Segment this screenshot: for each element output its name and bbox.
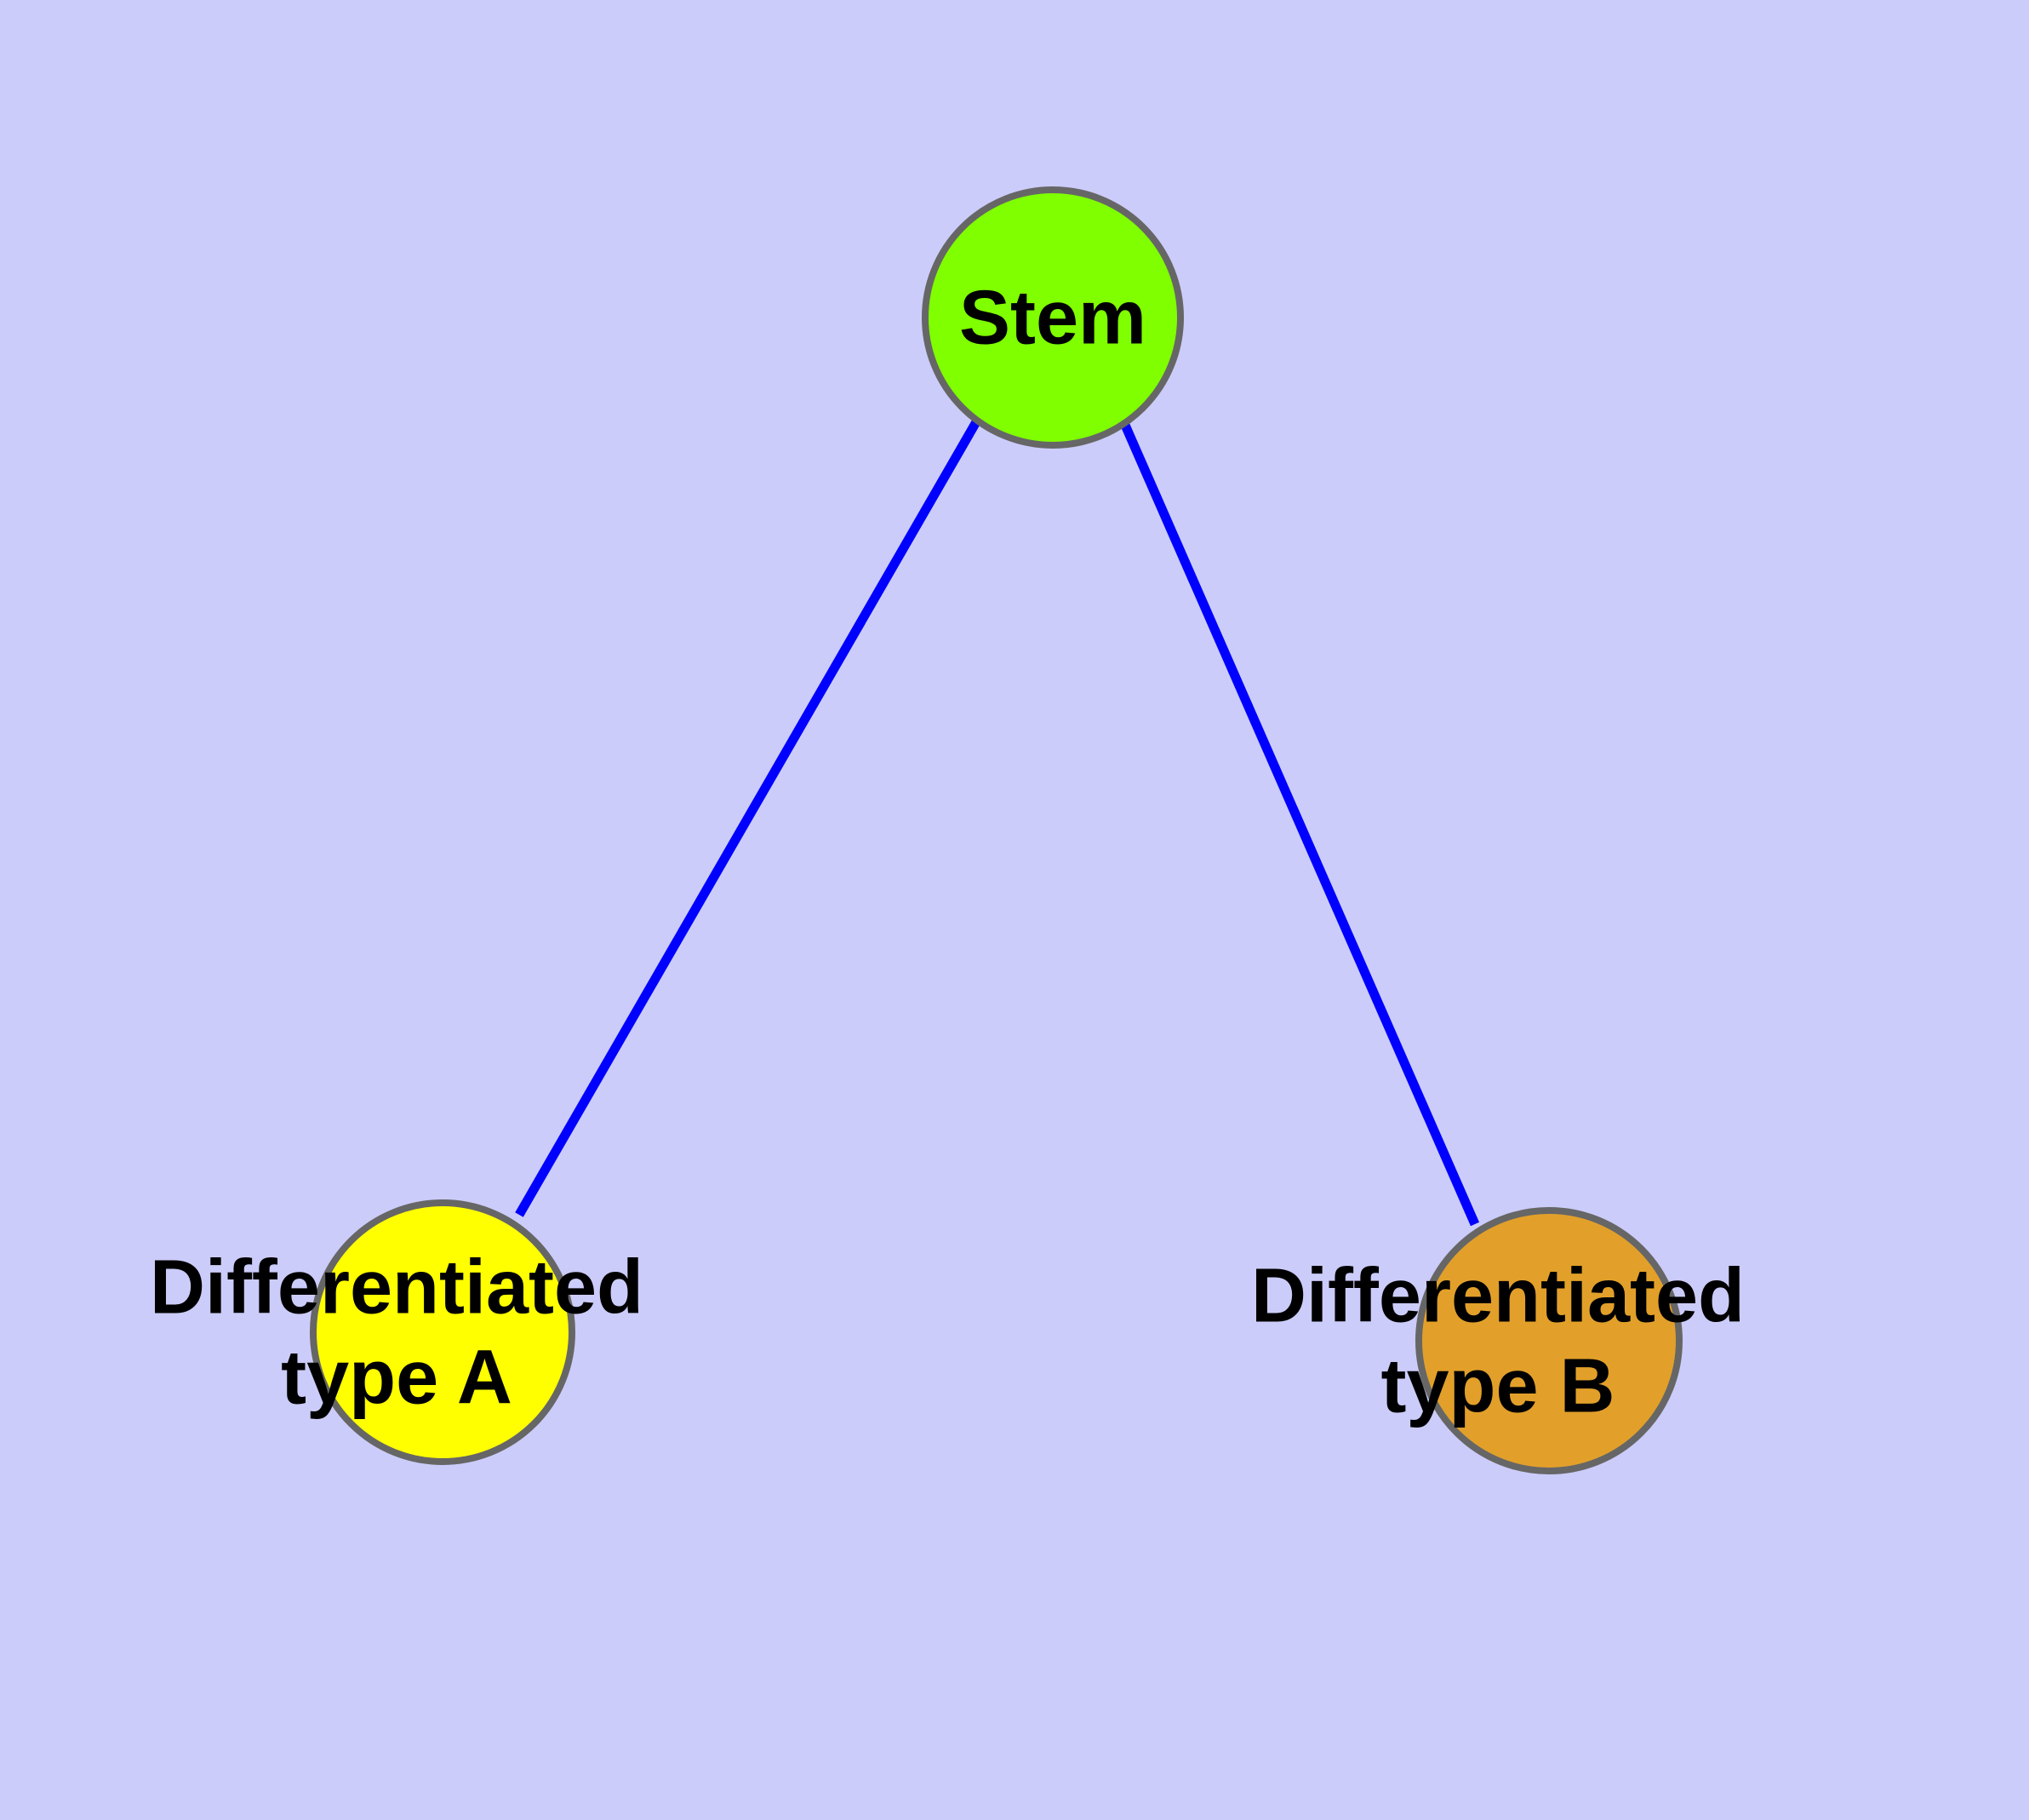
stem-node-circle[interactable] xyxy=(922,186,1184,449)
label-line: type A xyxy=(281,1336,512,1421)
label-line: Differentiated xyxy=(150,1245,643,1331)
node-differentiated-type-b[interactable] xyxy=(1415,1207,1683,1474)
label-line: Stem xyxy=(959,276,1146,361)
differentiated-type-a-node-circle[interactable] xyxy=(310,1199,575,1465)
edge-stem-to-type-a[interactable] xyxy=(515,418,981,1217)
stem-node-label: Stem xyxy=(959,276,1146,361)
node-differentiated-type-a[interactable] xyxy=(310,1199,575,1465)
node-stem[interactable] xyxy=(922,186,1184,449)
label-line: Differentiated xyxy=(1251,1254,1745,1339)
edge-stem-to-type-b[interactable] xyxy=(1119,421,1480,1227)
differentiated-type-b-node-circle[interactable] xyxy=(1415,1207,1683,1474)
node-layer xyxy=(310,186,1683,1474)
edge-layer xyxy=(515,418,1480,1227)
label-line: type B xyxy=(1380,1344,1615,1429)
